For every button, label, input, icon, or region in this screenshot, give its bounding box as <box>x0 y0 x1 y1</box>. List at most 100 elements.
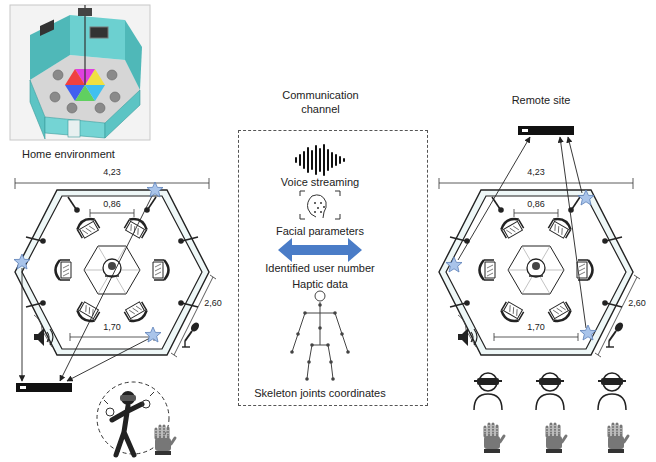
skeleton-icon <box>290 291 350 381</box>
illustration <box>155 426 175 455</box>
voice-waveform-icon <box>343 159 345 161</box>
face-scan-icon <box>314 202 325 213</box>
voice-waveform-icon <box>296 145 344 175</box>
illustration <box>446 257 462 272</box>
room-render <box>70 15 125 60</box>
channel-label: Skeleton joints coordinates <box>253 387 386 399</box>
skeleton-icon <box>331 377 335 381</box>
dimension-label: 0,86 <box>102 199 122 209</box>
channel-label: Voice streaming <box>280 176 360 188</box>
room-render <box>105 90 140 138</box>
skeleton-icon <box>307 360 311 364</box>
room-render <box>53 70 63 80</box>
voice-waveform-icon <box>315 146 317 174</box>
voice-waveform-icon <box>339 157 341 163</box>
room-render <box>110 92 120 102</box>
home-user-figure <box>121 391 135 405</box>
illustration <box>439 178 640 357</box>
home-user-figure <box>120 395 136 401</box>
room-render <box>125 20 142 90</box>
room-render <box>68 120 80 137</box>
illustration <box>147 182 163 197</box>
skeleton-icon <box>315 291 325 301</box>
dimension-label: 1,70 <box>526 322 546 332</box>
dimension-label: 4,23 <box>102 167 122 177</box>
room-render <box>84 5 85 85</box>
skeleton-icon <box>292 302 348 379</box>
face-scan-icon <box>300 191 340 219</box>
illustration <box>546 424 566 453</box>
channel-box: Communication channel <box>238 88 428 406</box>
illustration <box>536 373 564 410</box>
home-user-figure <box>104 392 154 404</box>
face-scan-icon <box>323 206 325 208</box>
illustration <box>578 190 594 205</box>
illustration <box>608 424 628 453</box>
room-render <box>65 69 85 85</box>
dimension-label: 2,60 <box>203 298 223 308</box>
illustration <box>15 178 216 357</box>
room-render <box>85 85 105 101</box>
dimension-label: 2,60 <box>627 298 647 308</box>
room-render <box>10 5 150 140</box>
face-scan-icon <box>308 195 327 218</box>
illustration <box>182 321 201 347</box>
room-render <box>95 103 105 113</box>
depth-camera <box>518 126 574 135</box>
node-heading: Remote site <box>491 93 591 107</box>
voice-waveform-icon <box>307 148 309 172</box>
bidirectional-arrow <box>278 238 362 262</box>
illustration <box>14 254 30 269</box>
sensor-leaders <box>22 268 23 381</box>
home-user-figure <box>112 404 142 455</box>
dimension-label: 0,86 <box>526 199 546 209</box>
skeleton-icon <box>310 343 314 347</box>
sensor-leaders <box>22 137 586 381</box>
illustration <box>598 373 626 410</box>
illustration <box>458 328 477 346</box>
illustration <box>474 373 502 410</box>
skeleton-icon <box>326 343 330 347</box>
channel-label: Haptic data <box>291 278 349 290</box>
voice-waveform-icon <box>323 145 325 175</box>
illustration <box>145 327 161 342</box>
channel-label: Facial parameters <box>275 225 365 237</box>
illustration <box>606 321 625 347</box>
room-render <box>30 80 45 139</box>
depth-camera <box>522 129 528 132</box>
node-heading: Communication channel <box>273 88 368 116</box>
voice-waveform-icon <box>319 149 321 171</box>
face-scan-icon <box>320 211 322 213</box>
room-render <box>78 8 92 16</box>
voice-waveform-icon <box>327 150 329 170</box>
voice-waveform-icon <box>299 155 301 165</box>
room-render <box>40 19 54 36</box>
voice-waveform-icon <box>335 155 337 165</box>
room-render <box>50 92 60 102</box>
illustration <box>34 328 53 346</box>
skeleton-icon <box>318 326 322 330</box>
illustration <box>580 325 596 340</box>
node-heading: Home environment <box>22 147 172 161</box>
room-render <box>107 70 117 80</box>
home-user-figure <box>106 408 114 416</box>
skeleton-icon <box>296 332 300 336</box>
skeleton-icon <box>329 360 333 364</box>
channel-label: Identified user number <box>264 262 375 274</box>
voice-waveform-icon <box>295 158 297 162</box>
skeleton-icon <box>333 311 337 315</box>
room-render <box>30 15 70 80</box>
skeleton-icon <box>290 350 294 354</box>
sensor-leaders <box>67 338 150 381</box>
skeleton-icon <box>318 303 322 307</box>
voice-waveform-icon <box>331 153 333 167</box>
face-scan-icon <box>314 211 316 213</box>
dimension-label: 4,23 <box>526 167 546 177</box>
room-render <box>45 117 105 138</box>
home-user-figure <box>142 400 150 408</box>
depth-camera <box>16 383 72 392</box>
voice-waveform-icon <box>311 151 313 169</box>
face-scan-icon <box>300 191 340 219</box>
face-scan-icon <box>317 207 319 209</box>
voice-waveform-icon <box>303 152 305 168</box>
